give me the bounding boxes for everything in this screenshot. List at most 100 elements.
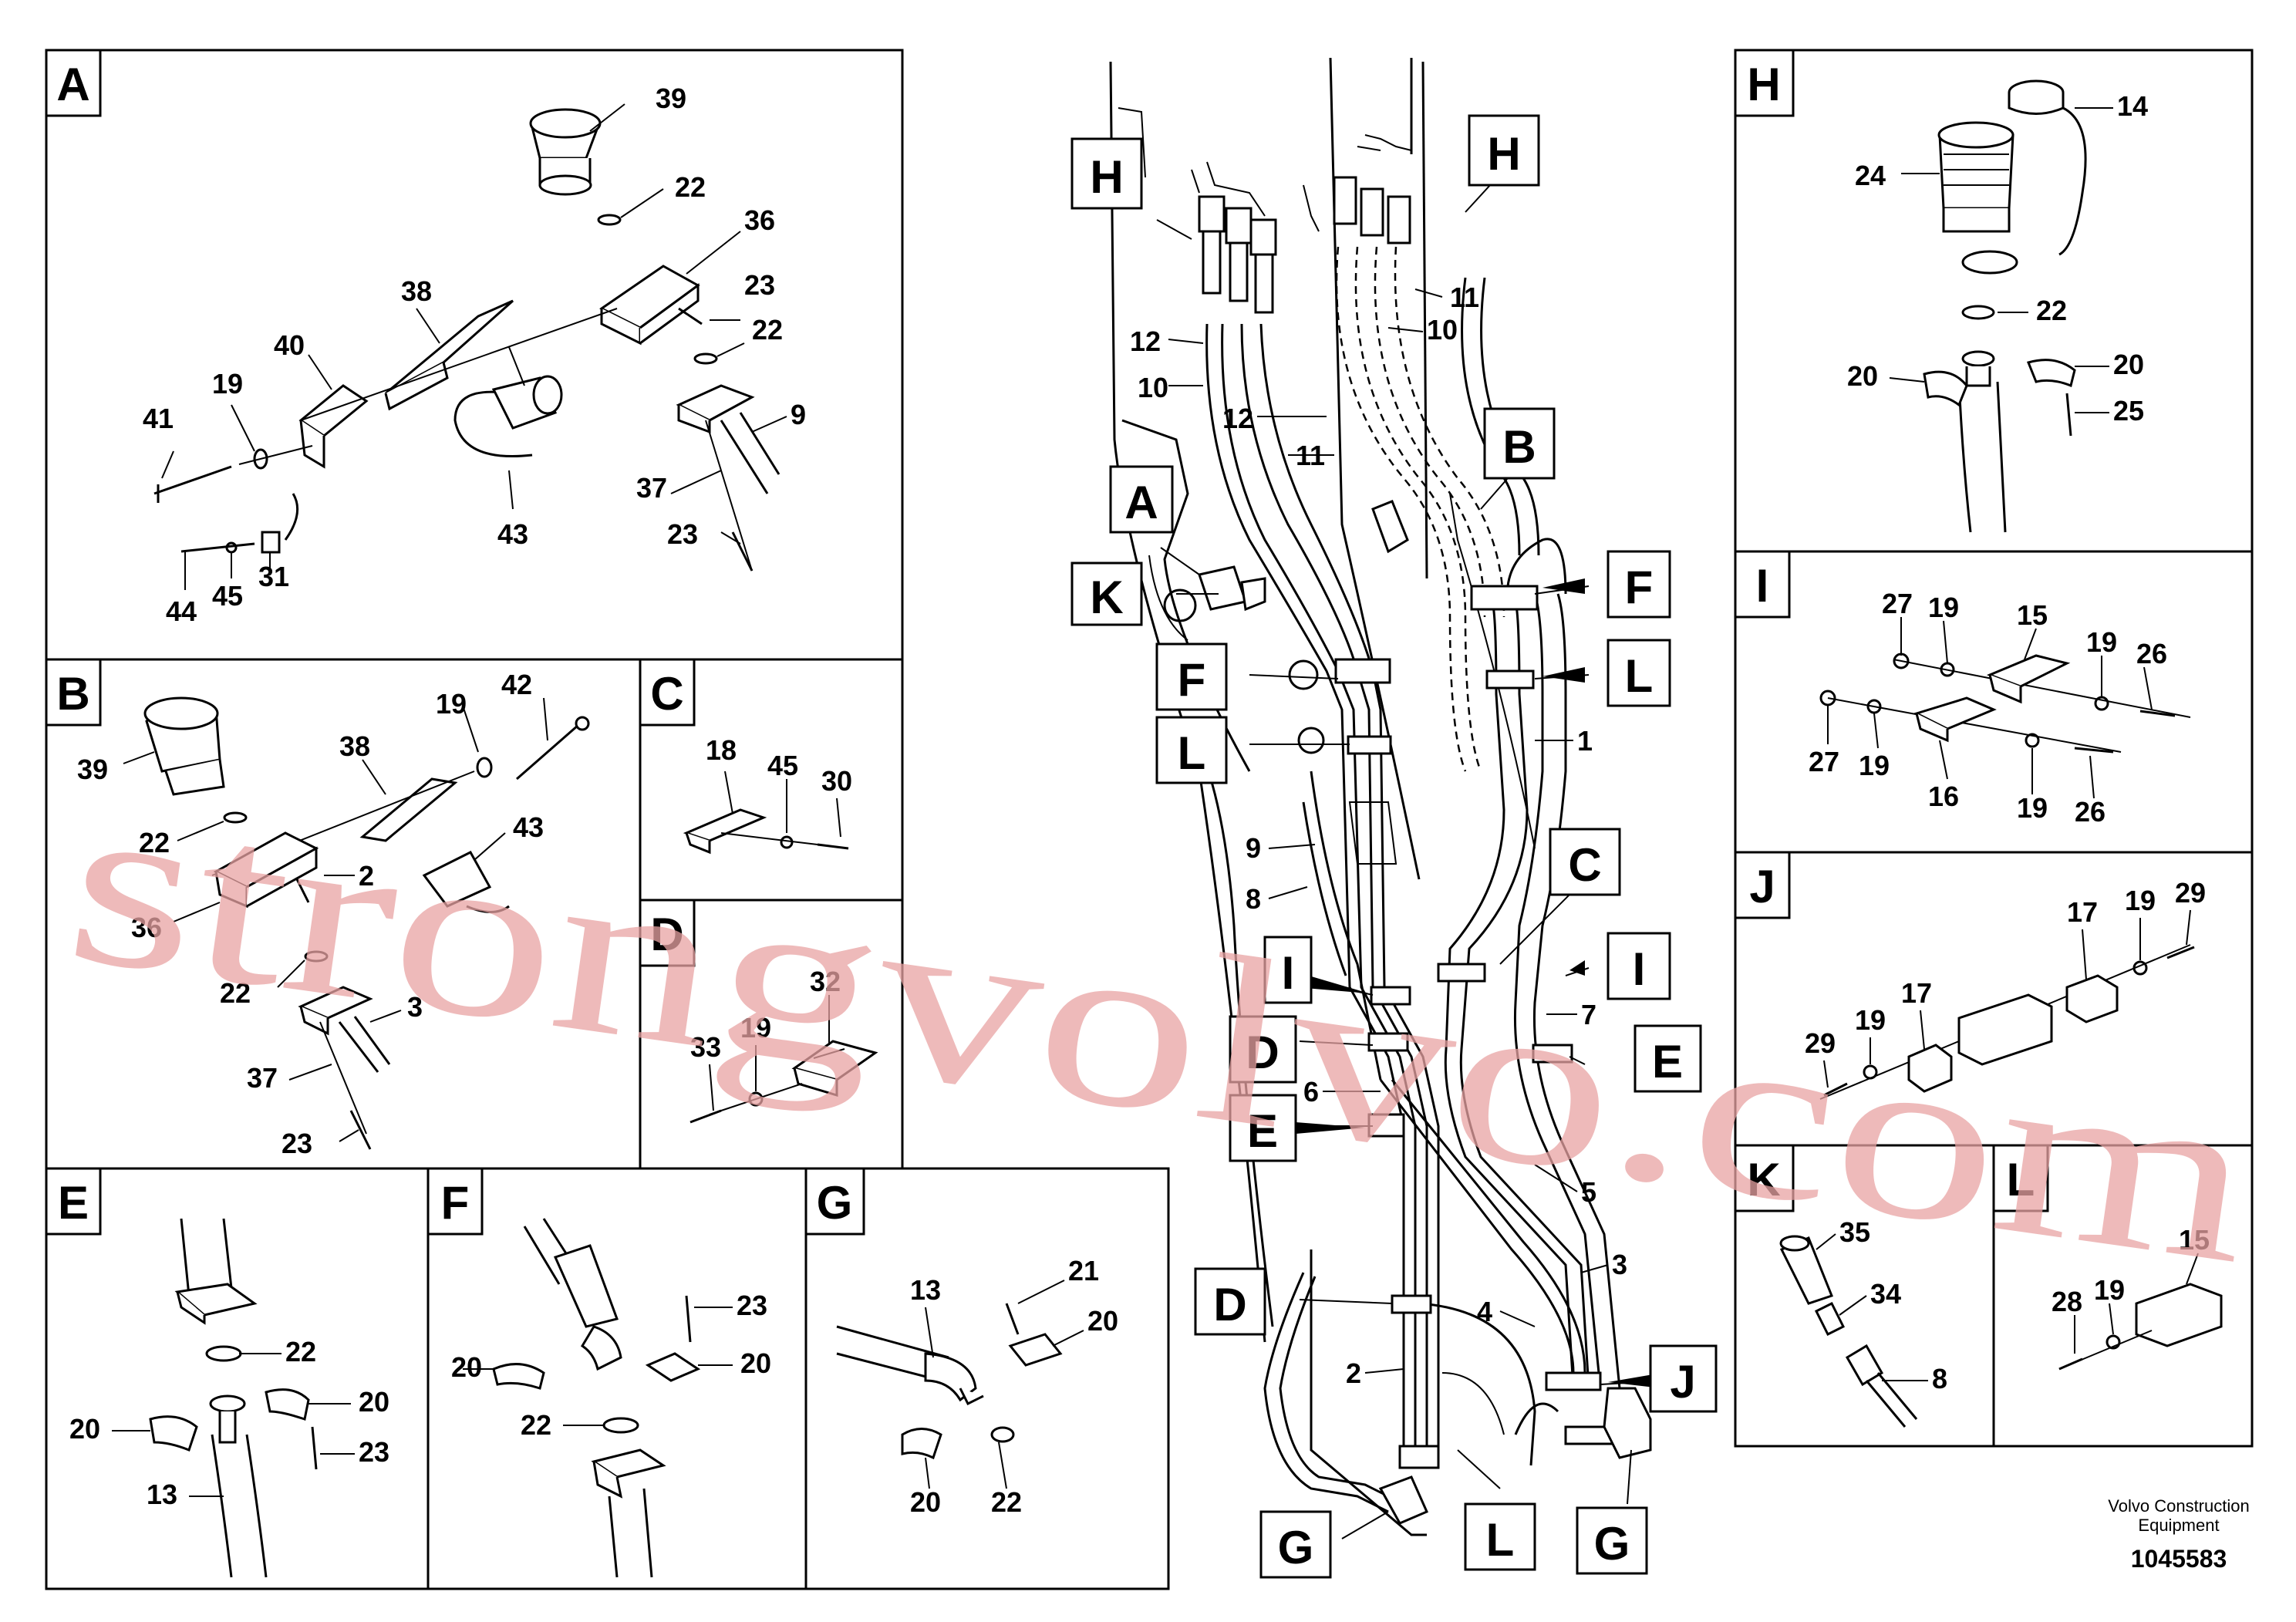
label-i-27a: 27 — [1882, 588, 1913, 619]
panel-j-drawing: 17 19 29 29 19 17 — [1805, 877, 2206, 1100]
panel-h-drawing: 14 24 22 20 20 25 — [1847, 79, 2148, 533]
label-h-22: 22 — [2036, 295, 2067, 326]
callout-c: C — [1568, 839, 1601, 891]
main-label-10-left: 10 — [1138, 372, 1168, 403]
label-a-37: 37 — [636, 472, 667, 504]
label-a-23: 23 — [744, 269, 775, 301]
label-d-32: 32 — [810, 966, 841, 997]
main-label-9: 9 — [1246, 832, 1261, 864]
label-a-39: 39 — [656, 83, 686, 114]
label-i-16: 16 — [1928, 781, 1959, 812]
label-a-38: 38 — [401, 275, 432, 307]
section-j-letter: J — [1749, 861, 1775, 912]
footer: Volvo Construction Equipment 1045583 — [2108, 1496, 2249, 1573]
label-a-22: 22 — [675, 171, 706, 203]
label-c-18: 18 — [706, 734, 737, 766]
section-a-letter: A — [56, 59, 89, 110]
callout-h-right: H — [1487, 128, 1520, 180]
main-label-8: 8 — [1246, 883, 1261, 915]
callout-i-right: I — [1633, 943, 1646, 995]
panel-e-frame — [45, 1167, 430, 1590]
main-label-11-mid: 11 — [1296, 440, 1325, 471]
label-i-26a: 26 — [2136, 638, 2167, 669]
panel-g-frame — [804, 1167, 1170, 1590]
label-b-42: 42 — [501, 669, 532, 700]
label-f-23: 23 — [737, 1290, 767, 1321]
callout-l-right: L — [1625, 650, 1654, 702]
callout-k: K — [1090, 572, 1123, 623]
callout-d-lower: D — [1213, 1279, 1246, 1330]
label-b-2: 2 — [359, 860, 374, 892]
label-f-22: 22 — [521, 1409, 551, 1441]
label-f-20b: 20 — [740, 1347, 771, 1379]
label-h-14: 14 — [2117, 90, 2148, 122]
label-j-29b: 29 — [1805, 1027, 1836, 1059]
label-i-19a: 19 — [1928, 592, 1959, 623]
label-h-20b: 20 — [2113, 349, 2144, 380]
main-label-5: 5 — [1581, 1176, 1596, 1208]
label-a-41: 41 — [143, 403, 174, 434]
label-e-22: 22 — [285, 1336, 316, 1367]
main-label-12-left: 12 — [1130, 325, 1161, 357]
label-h-24: 24 — [1855, 160, 1886, 191]
main-label-6: 6 — [1303, 1076, 1319, 1108]
panel-c-drawing: 18 45 30 — [683, 734, 852, 855]
label-a-36: 36 — [744, 204, 775, 236]
main-label-1: 1 — [1577, 725, 1593, 757]
label-f-20a: 20 — [451, 1351, 482, 1383]
callout-l-bottom: L — [1486, 1514, 1515, 1566]
label-j-29a: 29 — [2175, 877, 2206, 909]
label-b-37: 37 — [247, 1062, 278, 1094]
section-g-letter: G — [817, 1177, 853, 1229]
label-j-19b: 19 — [1855, 1004, 1886, 1036]
main-label-7: 7 — [1581, 999, 1596, 1030]
label-j-17a: 17 — [2067, 896, 2098, 928]
drawing-number: 1045583 — [2131, 1545, 2227, 1573]
label-i-26b: 26 — [2075, 796, 2106, 828]
section-c-letter: C — [650, 668, 683, 720]
panel-d-drawing: 32 33 19 — [689, 966, 878, 1124]
panel-e-drawing: 22 20 20 23 13 — [69, 1218, 389, 1578]
label-b-3: 3 — [407, 991, 423, 1023]
label-i-19d: 19 — [2017, 792, 2048, 824]
callout-e-left: E — [1247, 1105, 1278, 1157]
section-letters: A B C D E F G H I J K L — [45, 49, 2049, 1236]
label-c-30: 30 — [821, 765, 852, 797]
label-l-28: 28 — [2052, 1286, 2082, 1317]
callout-i-left: I — [1282, 947, 1295, 999]
label-i-27b: 27 — [1809, 746, 1839, 777]
section-b-letter: B — [56, 668, 89, 720]
label-i-19b: 19 — [2086, 626, 2117, 658]
label-h-20a: 20 — [1847, 360, 1878, 392]
label-b-36: 36 — [131, 912, 162, 943]
label-j-19a: 19 — [2125, 885, 2156, 916]
label-b-19: 19 — [436, 688, 467, 720]
label-g-22: 22 — [991, 1486, 1022, 1518]
label-a-9: 9 — [791, 399, 806, 430]
main-boom-assembly: H H A K B F F L L C I I D E E D J G G — [1070, 57, 1718, 1579]
panel-i-drawing: 27 19 15 19 26 27 19 16 19 26 — [1809, 588, 2191, 828]
label-l-19: 19 — [2094, 1274, 2125, 1306]
callout-e-right: E — [1652, 1036, 1683, 1088]
main-label-3: 3 — [1612, 1249, 1627, 1280]
label-b-43: 43 — [513, 811, 544, 843]
section-k-letter: K — [1747, 1154, 1780, 1206]
label-e-20b: 20 — [359, 1386, 389, 1418]
label-e-20a: 20 — [69, 1413, 100, 1445]
panel-l-drawing: 15 19 28 — [2052, 1224, 2223, 1371]
label-b-23: 23 — [282, 1128, 312, 1159]
label-a-43: 43 — [497, 518, 528, 550]
label-d-19: 19 — [740, 1012, 771, 1044]
label-j-17b: 17 — [1901, 977, 1932, 1009]
watermark-text: strongvolvo.com — [55, 747, 2268, 1314]
label-e-23: 23 — [359, 1436, 389, 1468]
callout-a: A — [1124, 477, 1158, 528]
callout-j: J — [1670, 1356, 1695, 1408]
label-g-20a: 20 — [1087, 1305, 1118, 1337]
label-k-8: 8 — [1932, 1363, 1947, 1394]
callout-f-right: F — [1625, 561, 1654, 613]
label-g-21: 21 — [1068, 1255, 1099, 1286]
panel-f-drawing: 23 20 20 22 — [451, 1218, 771, 1578]
main-label-11-right: 11 — [1450, 282, 1479, 313]
label-a-22b: 22 — [752, 314, 783, 346]
